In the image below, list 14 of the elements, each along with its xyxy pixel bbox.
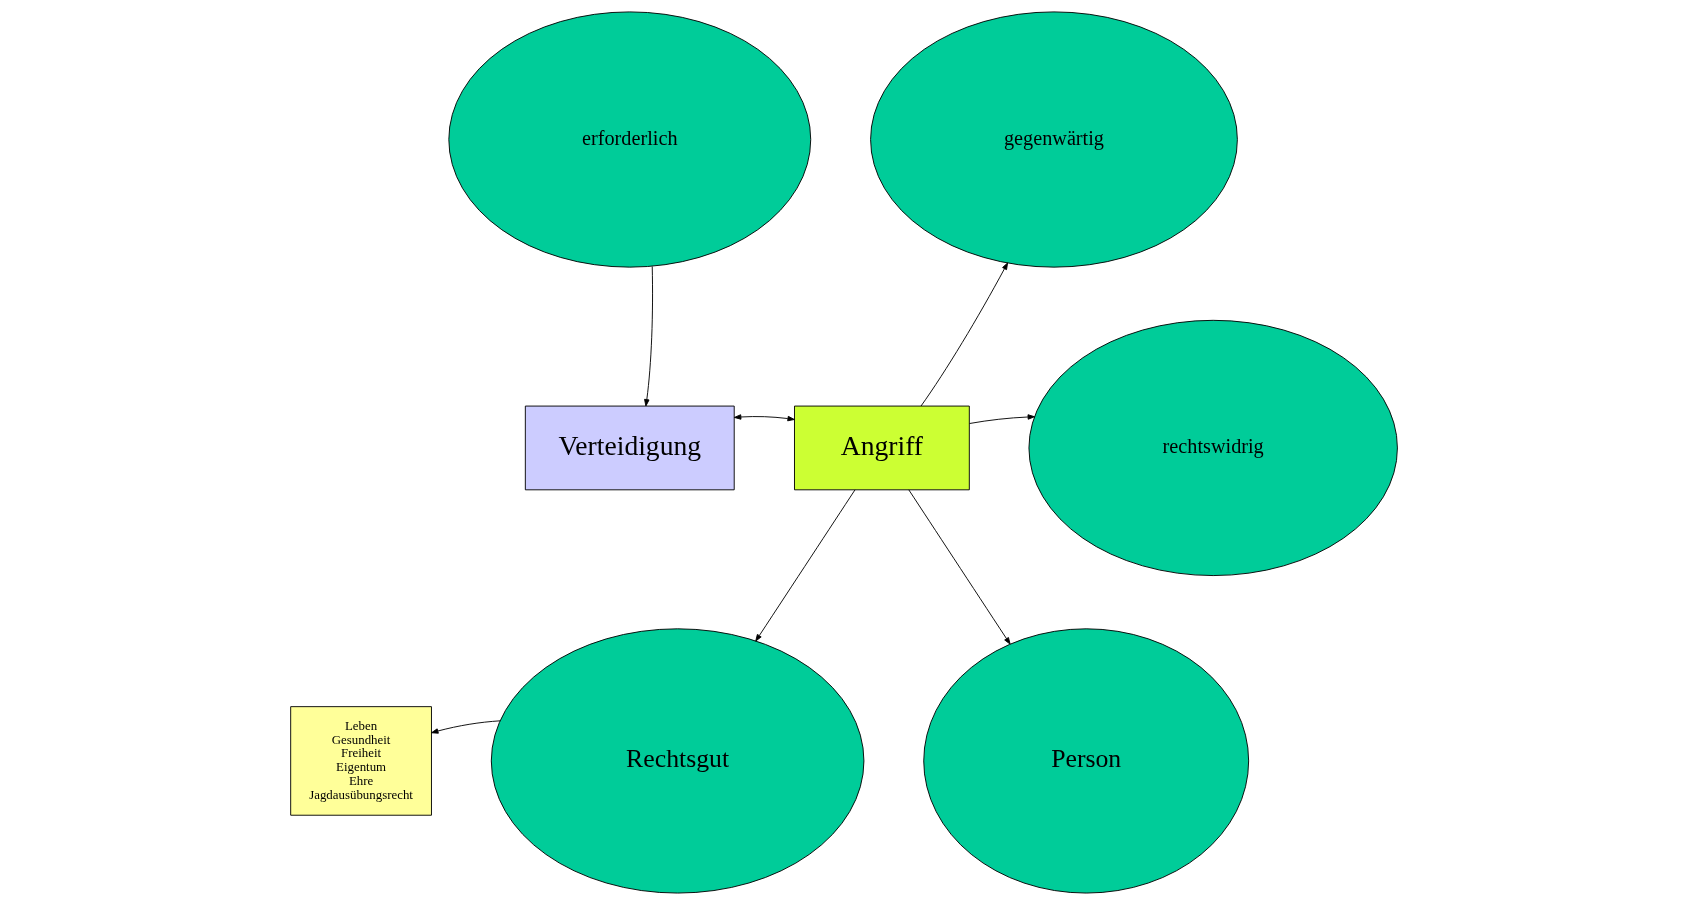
arrow — [643, 266, 653, 407]
node-ellipse: gegenwärtig — [869, 11, 1238, 268]
arrow — [733, 414, 795, 422]
arrow — [968, 414, 1035, 424]
arrow — [907, 489, 1011, 645]
arrow — [430, 720, 501, 734]
node-ellipse: Rechtsgut — [490, 628, 864, 894]
arrow — [920, 262, 1008, 407]
node-box: Leben Gesundheit Freiheit Eigentum Ehre Jagdausübungsrecht — [289, 706, 432, 816]
node-ellipse: Person — [922, 628, 1249, 894]
node-box: Angriff — [793, 405, 970, 491]
node-box: Verteidigung — [524, 405, 735, 491]
arrow — [754, 489, 855, 642]
node-ellipse: erforderlich — [447, 11, 811, 268]
